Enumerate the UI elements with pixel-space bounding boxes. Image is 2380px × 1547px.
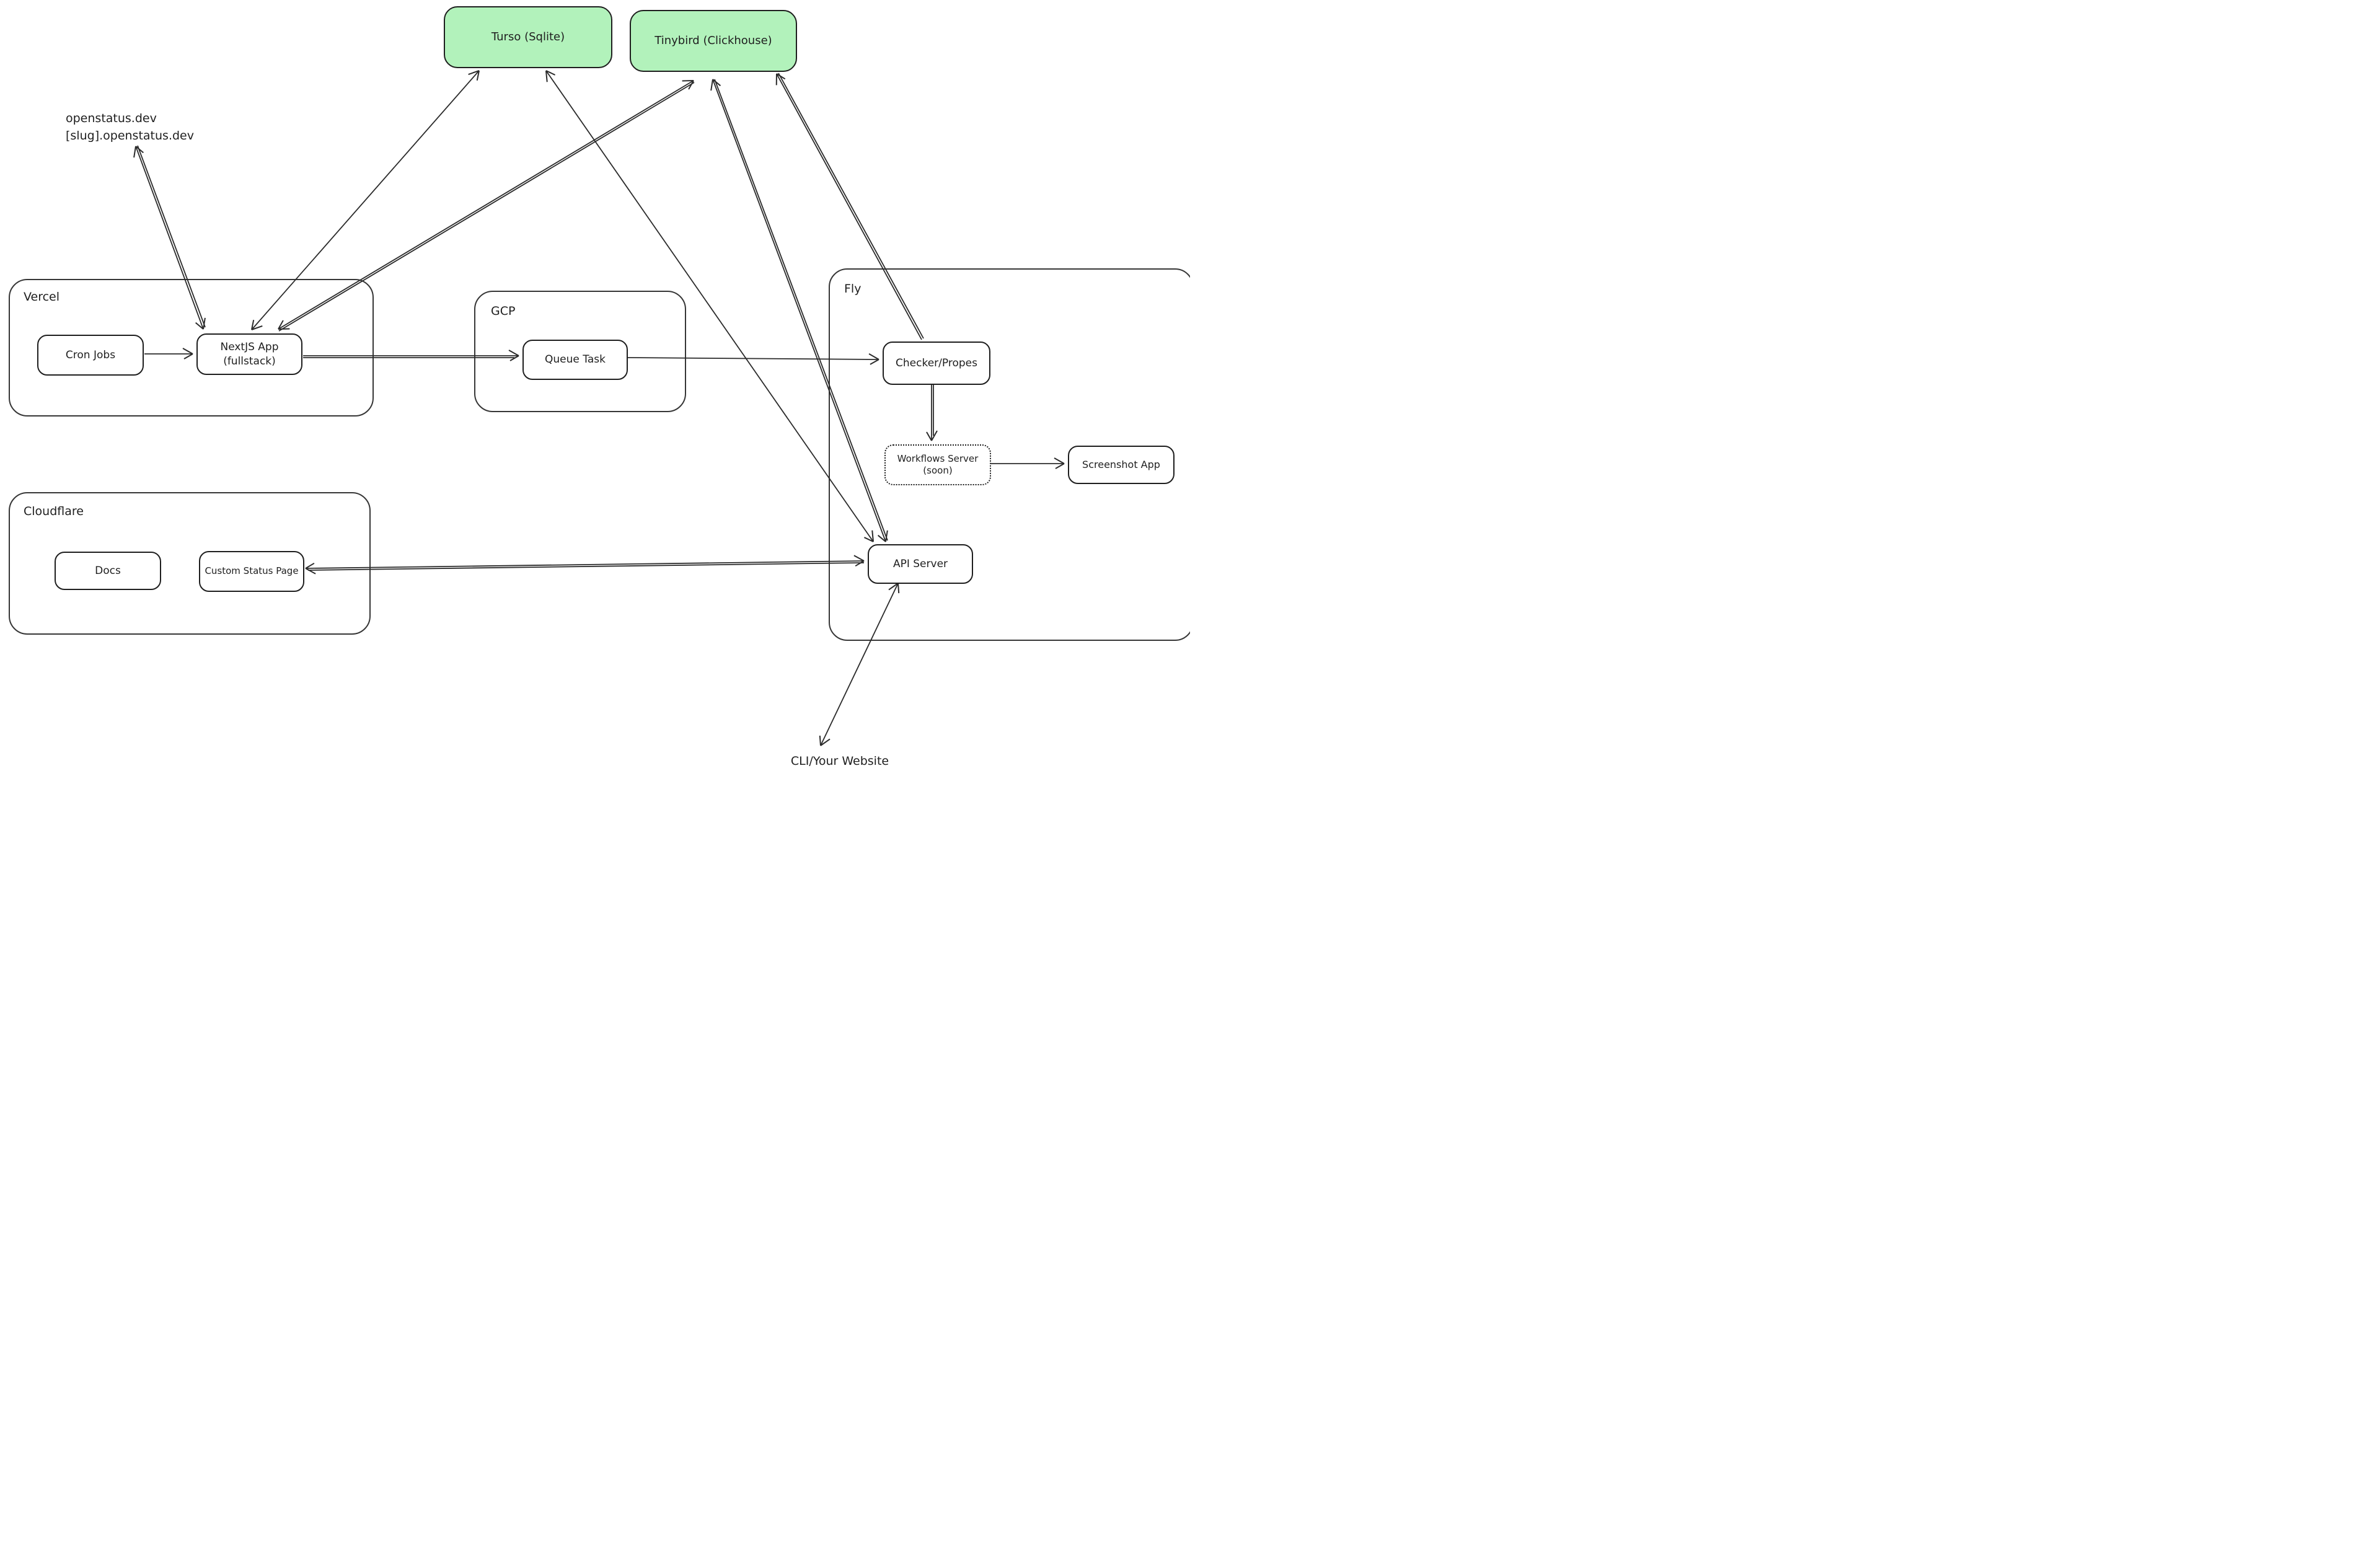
edge-api-to-cli (819, 583, 900, 746)
node-cron-jobs[interactable]: Cron Jobs (37, 335, 144, 376)
node-turso-label: Turso (Sqlite) (491, 30, 565, 44)
node-workflows-server[interactable]: Workflows Server (soon) (884, 444, 991, 485)
node-cron-jobs-label: Cron Jobs (65, 348, 116, 361)
node-nextjs-app[interactable]: NextJS App (fullstack) (196, 333, 302, 375)
node-docs-label: Docs (95, 564, 121, 577)
edge-nextjs-to-domains (133, 146, 206, 330)
node-workflows-server-label: Workflows Server (897, 452, 979, 464)
node-workflows-server-sublabel: (soon) (923, 465, 953, 476)
node-screenshot-app[interactable]: Screenshot App (1068, 446, 1175, 484)
annotation-openstatus-domains: openstatus.dev [slug].openstatus.dev (66, 110, 194, 144)
node-api-server[interactable]: API Server (868, 544, 973, 584)
node-docs[interactable]: Docs (55, 552, 161, 590)
container-vercel-label: Vercel (24, 290, 60, 304)
node-custom-status-page[interactable]: Custom Status Page (199, 551, 304, 592)
edge-checker-to-tinybird-stroke2 (778, 73, 924, 339)
node-api-server-label: API Server (892, 557, 948, 570)
node-queue-task[interactable]: Queue Task (522, 340, 628, 380)
edge-tinybird-to-api (710, 79, 888, 542)
edge-checker-to-tinybird (775, 73, 922, 340)
container-cloudflare-label: Cloudflare (24, 505, 84, 518)
node-checker-propes[interactable]: Checker/Propes (883, 342, 990, 385)
edge-nextjs-to-turso (251, 70, 480, 330)
annotation-cli-your-website: CLI/Your Website (772, 753, 908, 770)
diagram-canvas: Vercel GCP Fly Cloudflare Turso (Sqlite)… (0, 0, 1190, 774)
annotation-openstatus-line2: [slug].openstatus.dev (66, 128, 194, 143)
node-turso[interactable]: Turso (Sqlite) (444, 6, 612, 68)
edge-api-to-status-page (305, 555, 865, 575)
node-checker-propes-label: Checker/Propes (896, 356, 977, 369)
annotation-cli-label: CLI/Your Website (790, 754, 889, 768)
annotation-openstatus-line1: openstatus.dev (66, 112, 157, 125)
node-nextjs-app-sublabel: (fullstack) (223, 355, 276, 368)
node-nextjs-app-label: NextJS App (220, 341, 279, 354)
edge-tinybird-to-api-stroke2 (714, 79, 888, 541)
edges-layer (133, 70, 1065, 746)
edge-turso-to-api (545, 70, 874, 542)
node-tinybird[interactable]: Tinybird (Clickhouse) (630, 10, 797, 72)
node-queue-task-label: Queue Task (545, 353, 606, 366)
edge-queue-to-checker (627, 353, 879, 365)
edge-nextjs-to-domains-stroke2 (137, 145, 206, 328)
edge-nextjs-to-tinybird (278, 80, 694, 330)
node-custom-status-page-label: Custom Status Page (205, 565, 299, 577)
node-tinybird-label: Tinybird (Clickhouse) (654, 34, 772, 48)
node-screenshot-app-label: Screenshot App (1082, 458, 1160, 470)
edge-nextjs-to-tinybird-stroke2 (278, 82, 695, 332)
edge-api-to-status-page-stroke2 (307, 562, 865, 571)
